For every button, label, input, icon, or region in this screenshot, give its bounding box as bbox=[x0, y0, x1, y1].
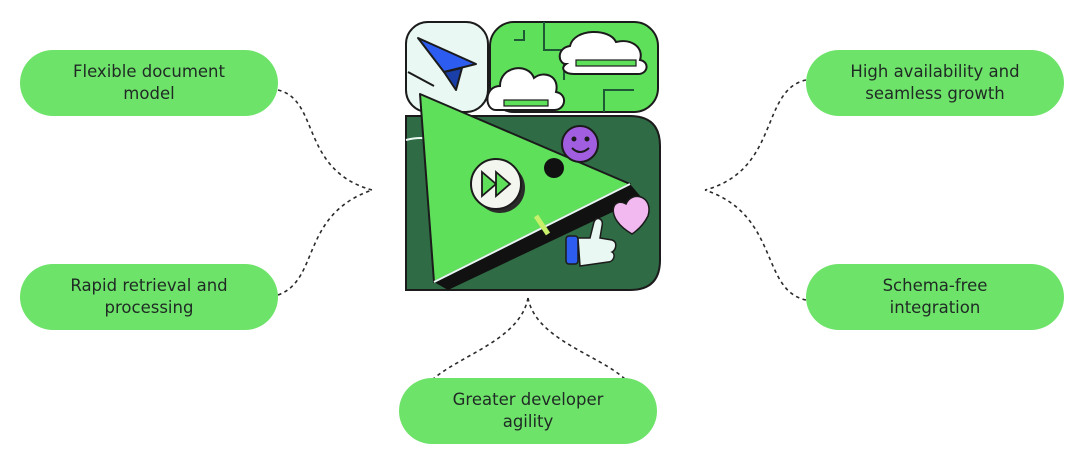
node-developer-agility: Greater developer agility bbox=[399, 378, 657, 444]
heart-icon bbox=[612, 195, 650, 235]
node-schema-free-integration: Schema-free integration bbox=[806, 264, 1064, 330]
node-high-availability: High availability and seamless growth bbox=[806, 50, 1064, 116]
paper-plane-panel bbox=[405, 21, 489, 113]
node-label: Greater developer agility bbox=[452, 390, 604, 431]
smiley-icon bbox=[561, 125, 599, 163]
node-label: High availability and seamless growth bbox=[850, 62, 1020, 103]
fast-forward-icon bbox=[470, 158, 525, 213]
paper-plane-icon bbox=[407, 37, 477, 91]
central-illustration bbox=[405, 21, 661, 291]
thumbs-up-icon bbox=[565, 217, 617, 267]
cloud-icon bbox=[486, 67, 565, 111]
node-label: Flexible document model bbox=[73, 62, 225, 103]
node-label: Schema-free integration bbox=[882, 276, 988, 317]
node-rapid-retrieval: Rapid retrieval and processing bbox=[20, 264, 278, 330]
node-label: Rapid retrieval and processing bbox=[70, 276, 228, 317]
play-panel bbox=[405, 93, 661, 291]
cloud-panel bbox=[486, 21, 659, 113]
node-flexible-document-model: Flexible document model bbox=[20, 50, 278, 116]
